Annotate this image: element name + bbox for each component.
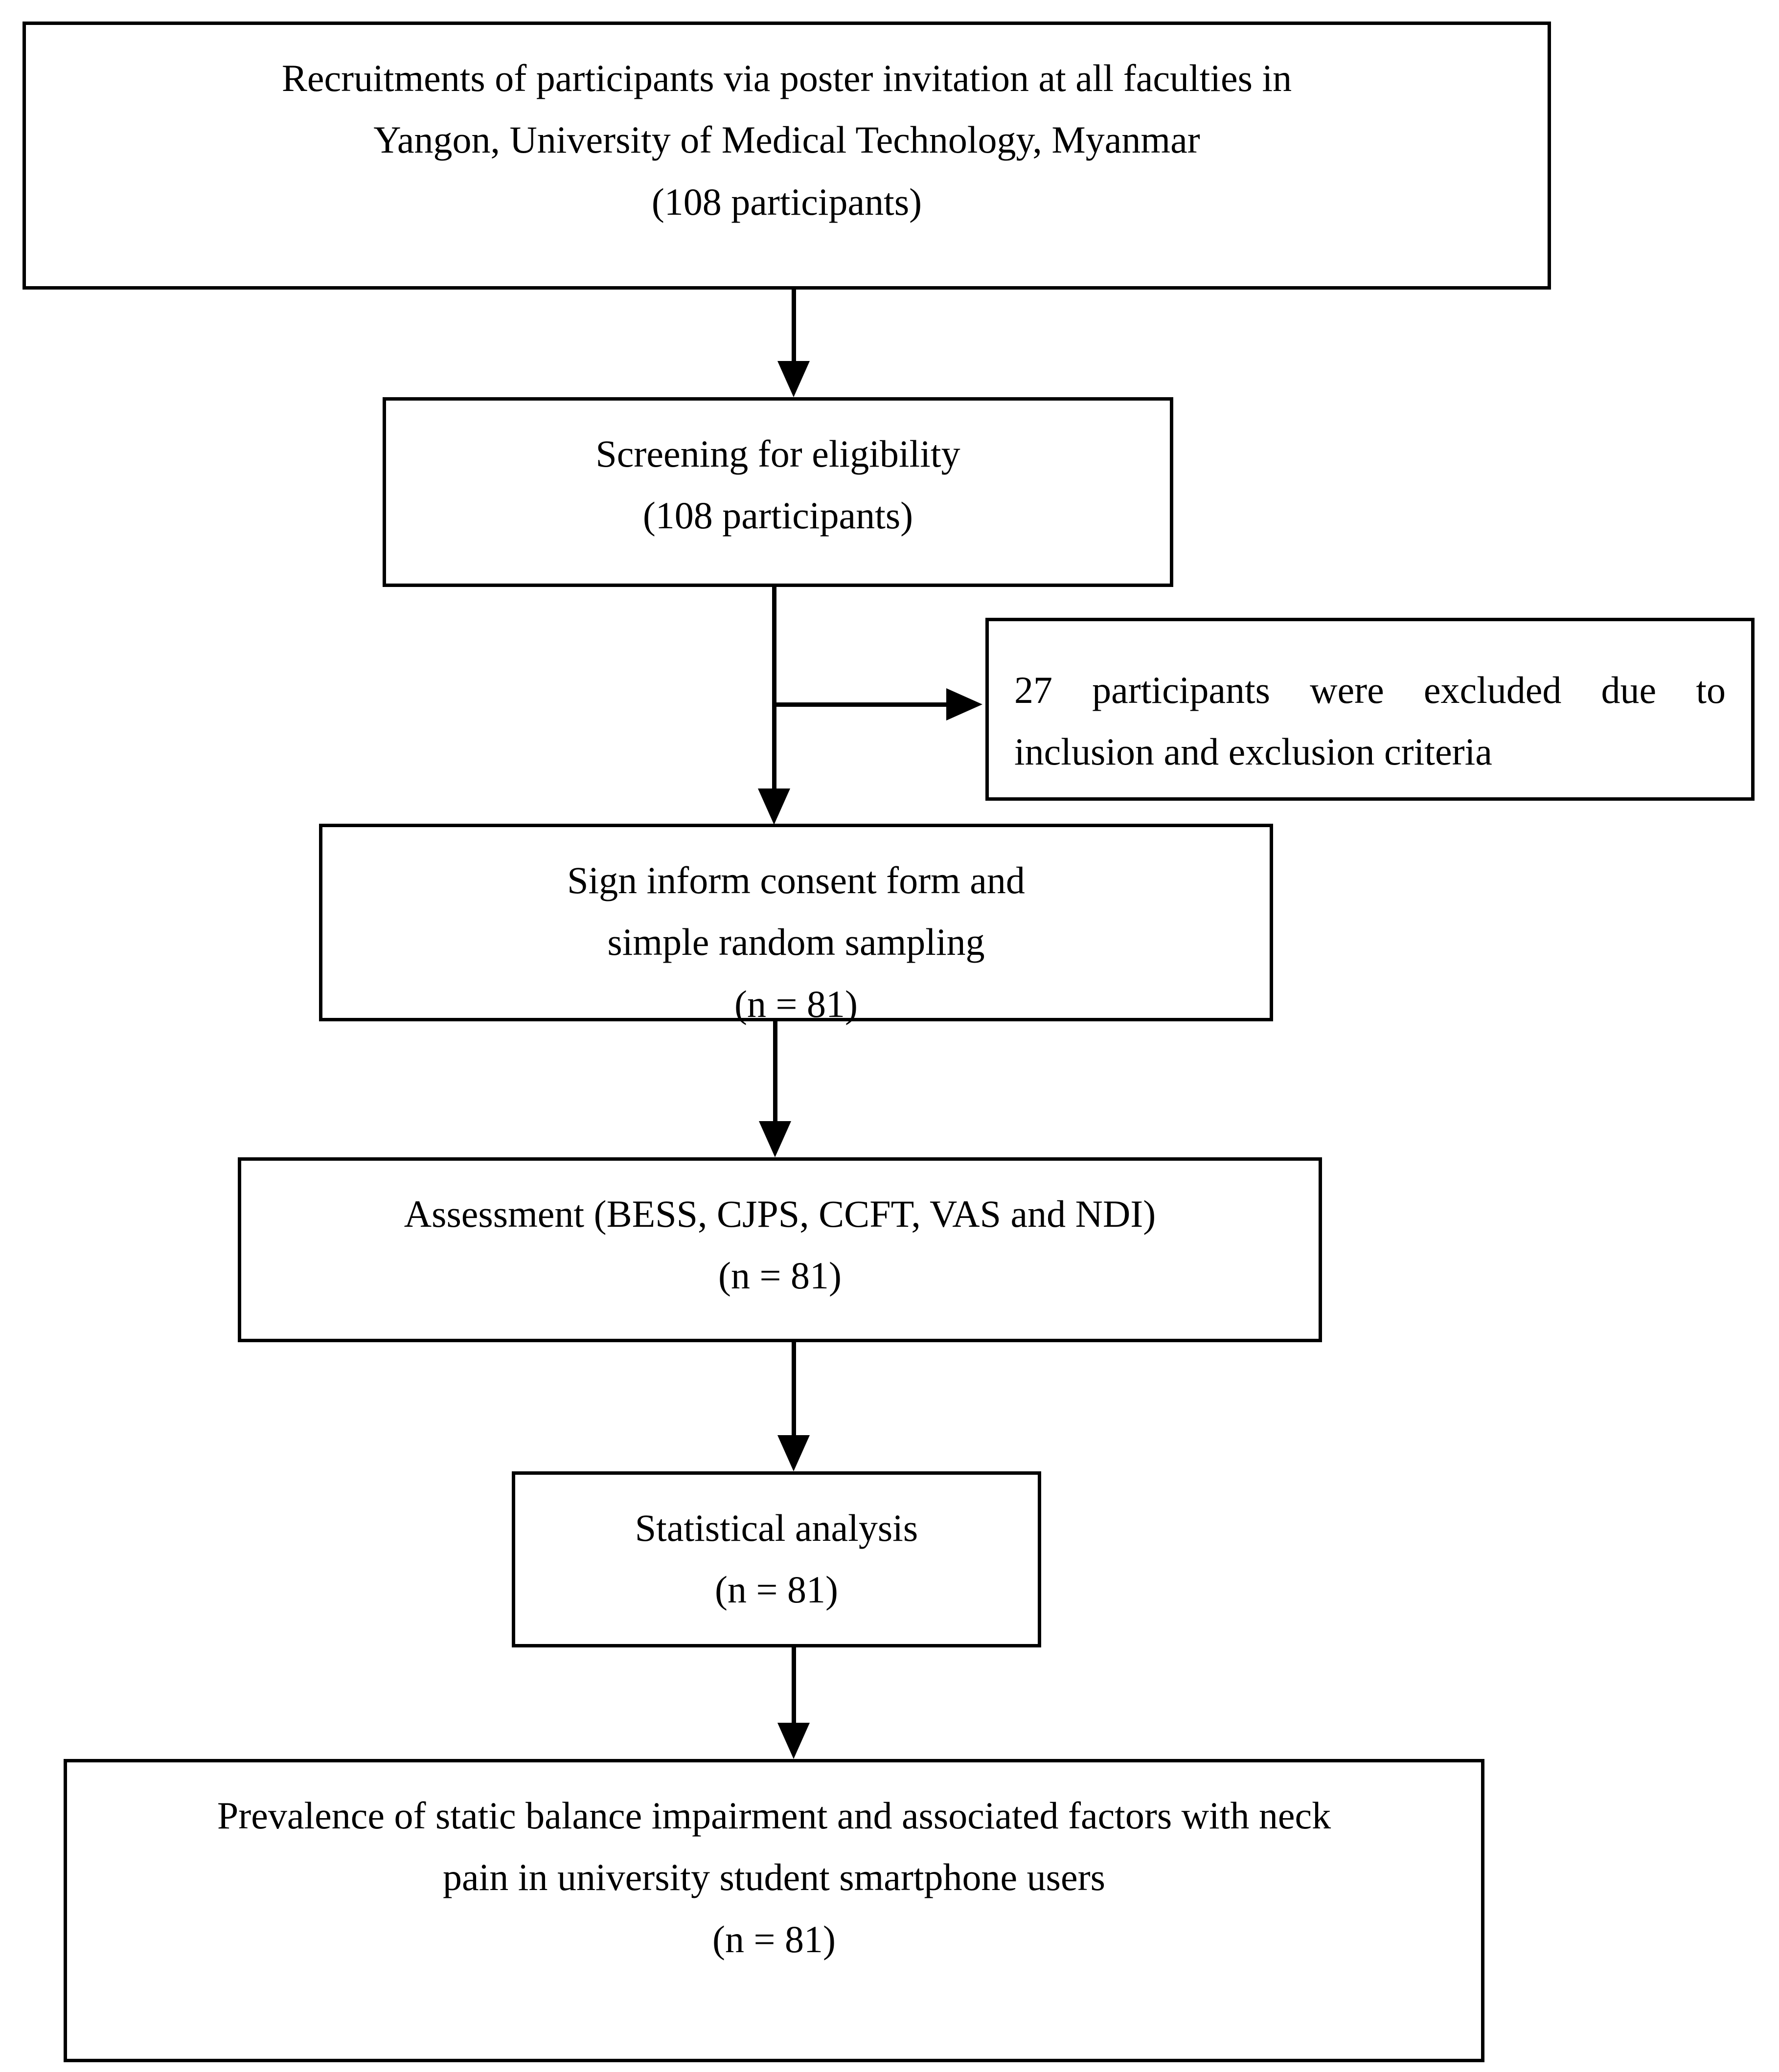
node-outcome: Prevalence of static balance impairment … xyxy=(64,1759,1484,2062)
node-consent-line-3: (n = 81) xyxy=(734,982,858,1025)
arrowhead-recruitment-to-screening-icon xyxy=(777,361,810,397)
arrowhead-screening-to-consent-icon xyxy=(758,788,790,825)
node-consent-line-2: simple random sampling xyxy=(607,921,985,964)
node-analysis-line-2: (n = 81) xyxy=(715,1568,838,1611)
node-assessment-line-1: Assessment (BESS, CJPS, CCFT, VAS and ND… xyxy=(404,1193,1156,1235)
node-recruitment-line-3: (108 participants) xyxy=(651,180,922,223)
node-excluded-line-2: inclusion and exclusion criteria xyxy=(1014,730,1492,773)
connector-screening-to-excluded xyxy=(772,702,968,707)
arrowhead-screening-to-excluded-icon xyxy=(946,688,982,721)
node-outcome-line-2: pain in university student smartphone us… xyxy=(443,1856,1105,1899)
node-analysis-line-1: Statistical analysis xyxy=(635,1507,918,1549)
node-recruitment-line-2: Yangon, University of Medical Technology… xyxy=(373,118,1200,161)
node-recruitment: Recruitments of participants via poster … xyxy=(23,22,1551,290)
node-screening-line-1: Screening for eligibility xyxy=(595,432,960,475)
node-assessment: Assessment (BESS, CJPS, CCFT, VAS and ND… xyxy=(238,1157,1322,1342)
node-screening: Screening for eligibility (108 participa… xyxy=(383,397,1173,587)
node-consent-line-1: Sign inform consent form and xyxy=(567,859,1025,901)
arrowhead-assessment-to-analysis-icon xyxy=(777,1435,810,1471)
connector-assessment-to-analysis xyxy=(792,1342,796,1438)
node-excluded: 27 participants were excluded due to inc… xyxy=(985,618,1755,801)
connector-consent-to-assessment xyxy=(773,1021,777,1124)
node-recruitment-line-1: Recruitments of participants via poster … xyxy=(281,57,1292,99)
node-assessment-line-2: (n = 81) xyxy=(718,1254,842,1297)
node-consent: Sign inform consent form and simple rand… xyxy=(319,824,1273,1025)
node-excluded-line-1: 27 participants were excluded due to xyxy=(1014,669,1726,711)
node-screening-line-2: (108 participants) xyxy=(642,494,913,537)
connector-screening-to-consent xyxy=(772,587,776,792)
connector-analysis-to-outcome xyxy=(792,1647,796,1726)
arrowhead-analysis-to-outcome-icon xyxy=(777,1723,810,1759)
node-outcome-line-3: (n = 81) xyxy=(712,1917,836,1960)
arrowhead-consent-to-assessment-icon xyxy=(759,1121,791,1157)
connector-recruitment-to-screening xyxy=(792,290,796,364)
node-outcome-line-1: Prevalence of static balance impairment … xyxy=(217,1794,1331,1837)
node-analysis: Statistical analysis (n = 81) xyxy=(512,1471,1041,1647)
